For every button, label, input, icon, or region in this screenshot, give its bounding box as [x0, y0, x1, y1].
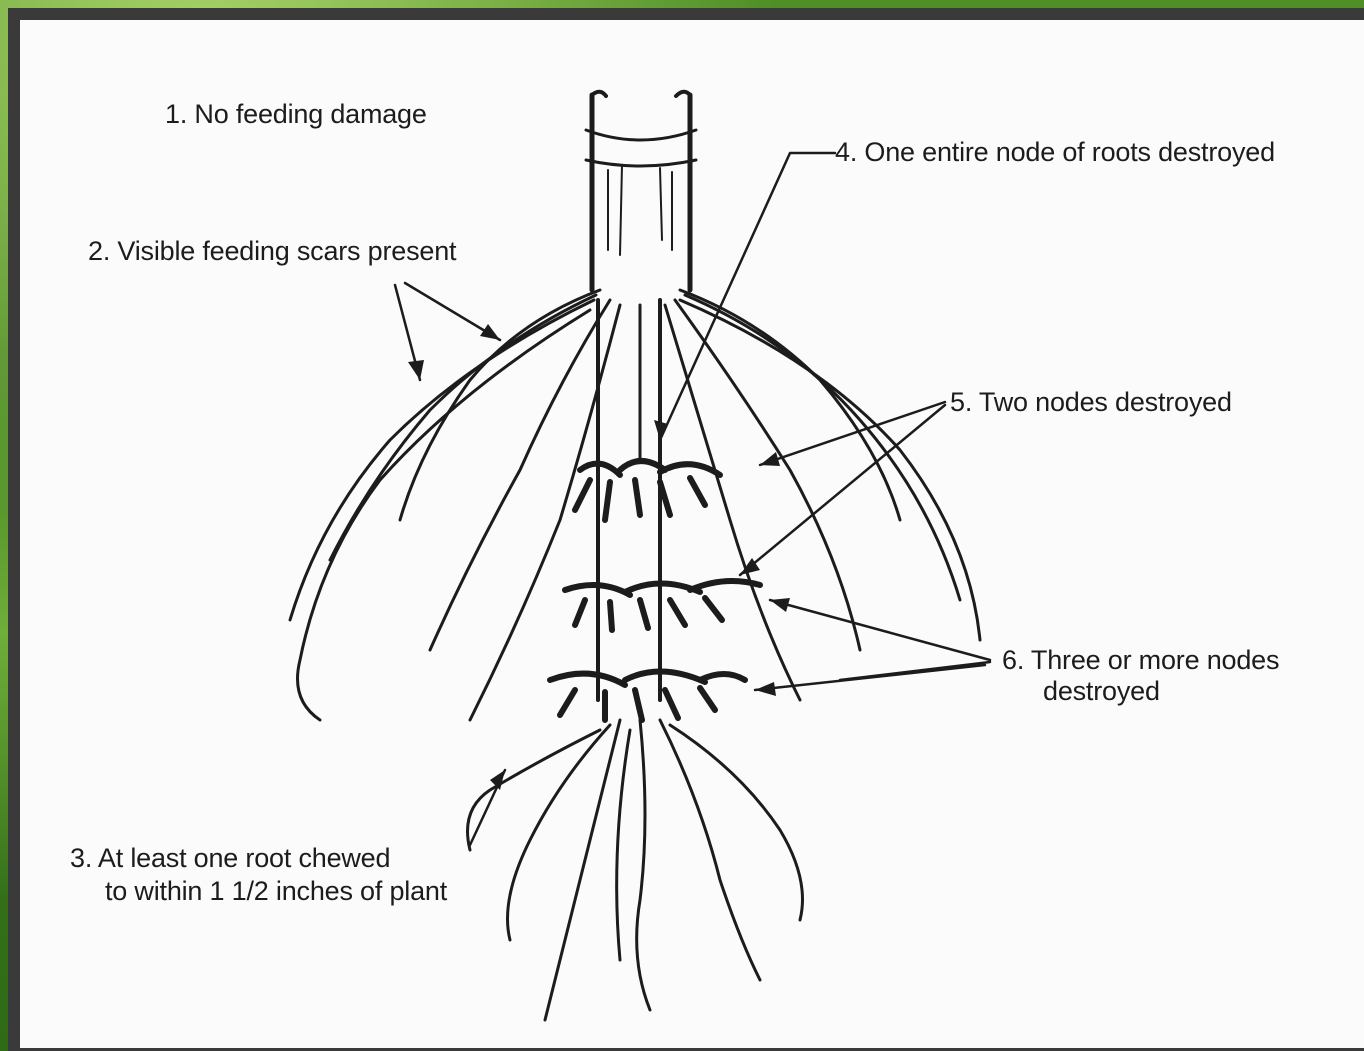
destroyed-node-3: [550, 671, 745, 720]
roots-upper: [290, 290, 980, 720]
label-one-node-destroyed: 4. One entire node of roots destroyed: [835, 136, 1275, 169]
label-root-chewed-line1: 3. At least one root chewed: [70, 842, 390, 875]
label-visible-feeding-scars: 2. Visible feeding scars present: [88, 235, 456, 268]
label-root-chewed-line2: to within 1 1/2 inches of plant: [105, 875, 447, 908]
label-three-nodes-line2: destroyed: [1043, 675, 1160, 708]
roots-lower: [468, 720, 803, 1020]
label-two-nodes-destroyed: 5. Two nodes destroyed: [950, 386, 1232, 419]
label-three-nodes-line1: 6. Three or more nodes: [1002, 644, 1279, 677]
label-no-feeding-damage: 1. No feeding damage: [165, 98, 427, 131]
destroyed-node-2: [565, 581, 760, 630]
diagram-panel: 1. No feeding damage 2. Visible feeding …: [20, 20, 1364, 1048]
